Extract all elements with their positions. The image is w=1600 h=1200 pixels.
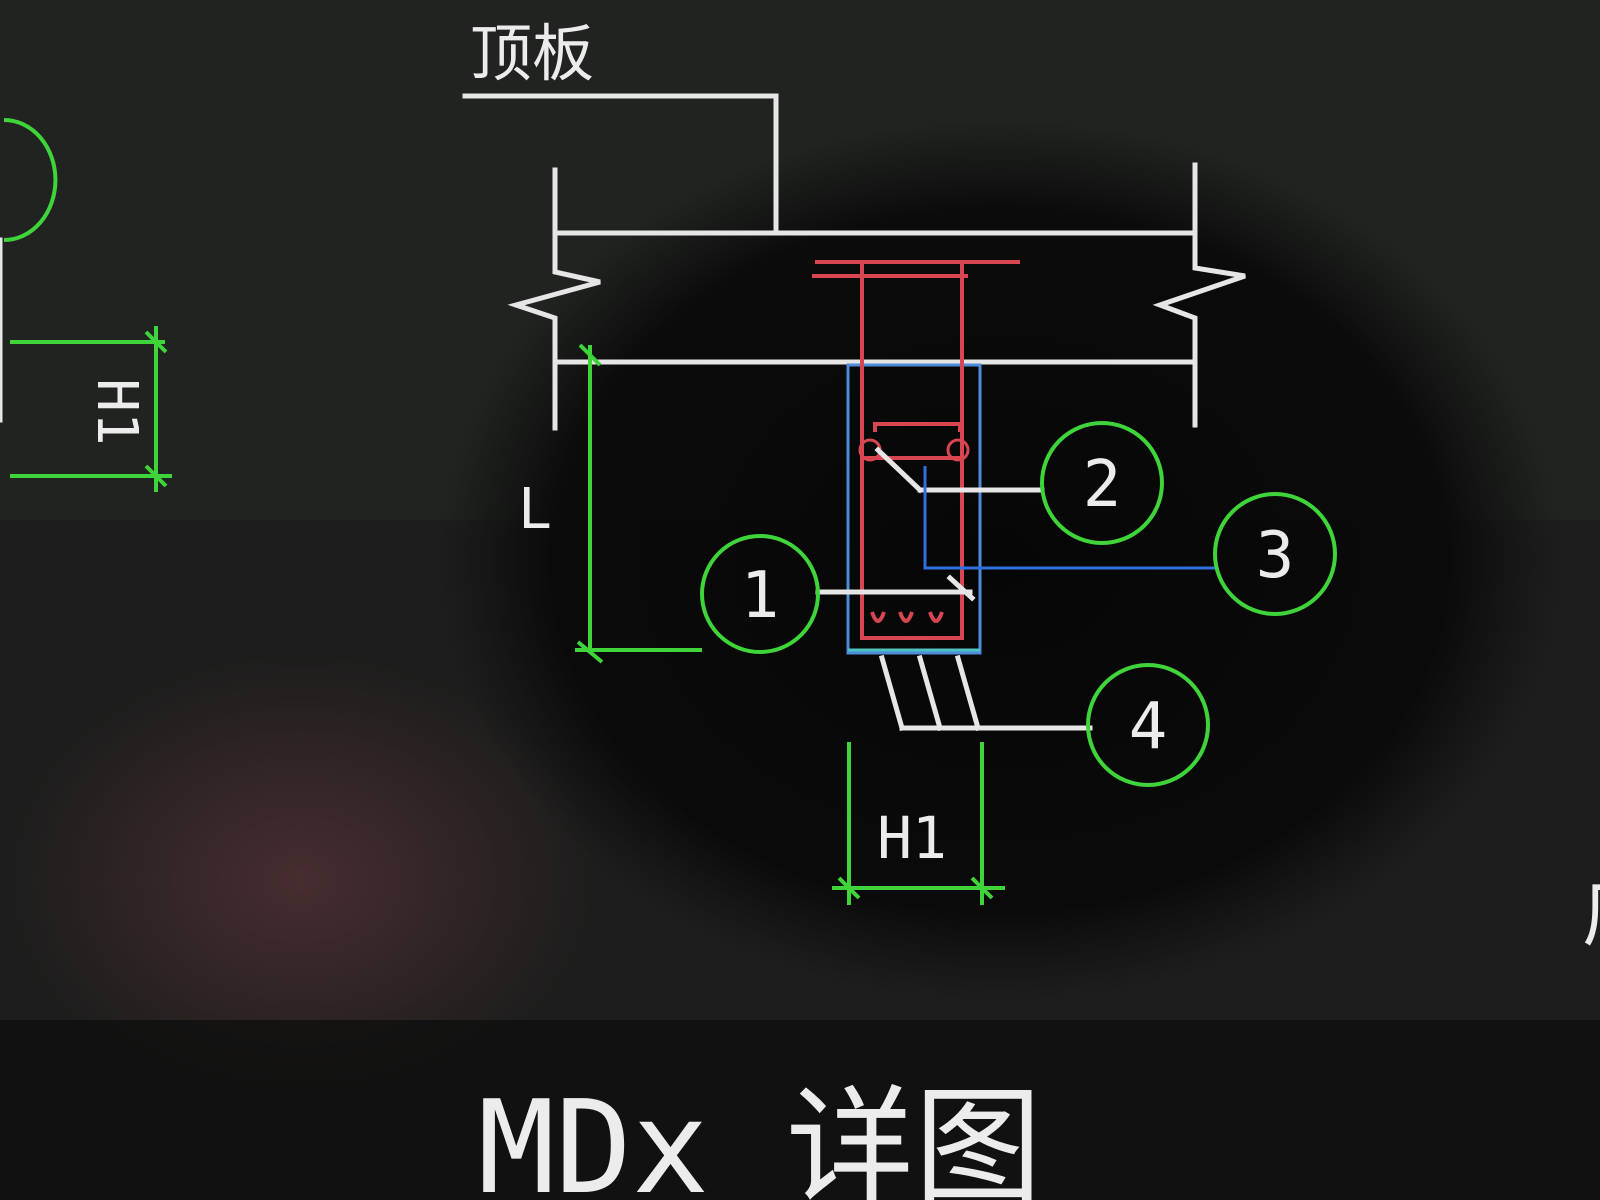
length-dimension-label: L: [518, 477, 552, 542]
callout-1: 1: [700, 534, 820, 654]
callout-1-number: 1: [741, 559, 780, 633]
callout-3: 3: [1213, 492, 1337, 616]
callout-4: 4: [1086, 663, 1210, 787]
callout-2: 2: [1040, 421, 1164, 545]
top-slab-label: 顶板: [470, 17, 594, 90]
width-dimension-label: H1: [877, 804, 947, 872]
top-slab: 顶板: [462, 17, 1246, 431]
length-dimension: L: [518, 343, 702, 664]
drawing-title: MDx 详图: [478, 1074, 1042, 1200]
side-dimension-label: H1: [84, 378, 149, 445]
adjacent-detail-fragment: H1: [0, 118, 172, 492]
callout-2-number: 2: [1083, 448, 1122, 522]
leader-lines: [815, 466, 1215, 731]
callout-4-number: 4: [1129, 690, 1168, 764]
width-dimension: H1: [832, 742, 1005, 905]
embedded-part: [812, 260, 1020, 655]
edge-text-fragment: 厂: [1582, 873, 1600, 957]
callout-3-number: 3: [1256, 519, 1295, 593]
anchor-bars: [878, 654, 982, 732]
